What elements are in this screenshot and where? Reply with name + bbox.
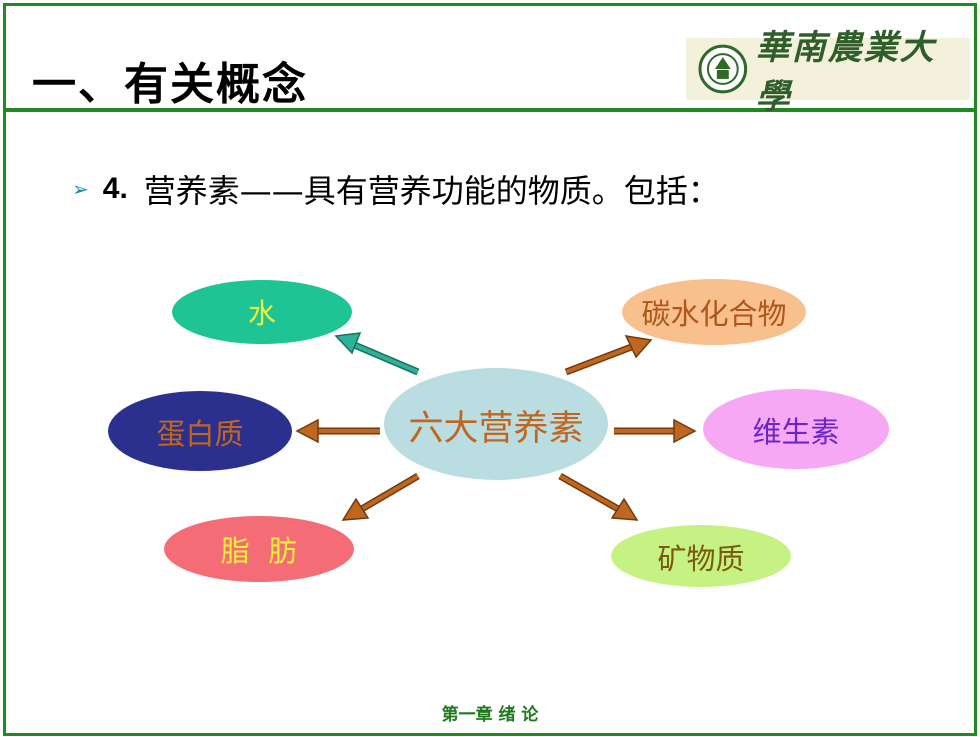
- node-center: [384, 368, 608, 480]
- arrow-to-fat: [341, 472, 420, 521]
- slide-title: 一、有关概念: [32, 59, 308, 110]
- label-carbohydrate: 碳水化合物: [641, 297, 787, 331]
- arrow-to-protein: [295, 418, 380, 444]
- bullet-item: ➢ 4. 营养素——具有营养功能的物质。包括：: [72, 166, 720, 212]
- label-fat: 脂 肪: [220, 534, 298, 568]
- arrow-to-carbohydrate: [564, 335, 653, 376]
- label-mineral: 矿物质: [657, 542, 745, 576]
- node-water: [172, 280, 352, 344]
- node-vitamin: [703, 389, 889, 469]
- label-center: 六大营养素: [408, 408, 584, 449]
- arrow-to-vitamin: [614, 418, 697, 444]
- university-logo-text: 華南農業大學: [755, 28, 936, 117]
- node-mineral: [611, 525, 791, 587]
- arrow-bullet-icon: ➢: [72, 177, 89, 201]
- label-vitamin: 维生素: [752, 415, 840, 449]
- bullet-text: 营养素——具有营养功能的物质。包括：: [143, 172, 720, 210]
- arrow-to-water: [334, 332, 420, 376]
- bullet-number: 4.: [102, 172, 128, 205]
- university-logo: 華南農業大學: [686, 28, 970, 117]
- node-carbohydrate: [622, 279, 806, 345]
- node-protein: [108, 391, 292, 471]
- slide-footer: 第一章 绪 论: [441, 705, 539, 725]
- arrow-to-mineral: [558, 472, 639, 521]
- label-protein: 蛋白质: [156, 417, 244, 451]
- university-seal-icon: [698, 44, 748, 94]
- slide-frame: [3, 3, 977, 736]
- title-divider: [3, 108, 977, 112]
- label-water: 水: [247, 297, 276, 330]
- node-fat: [164, 516, 354, 582]
